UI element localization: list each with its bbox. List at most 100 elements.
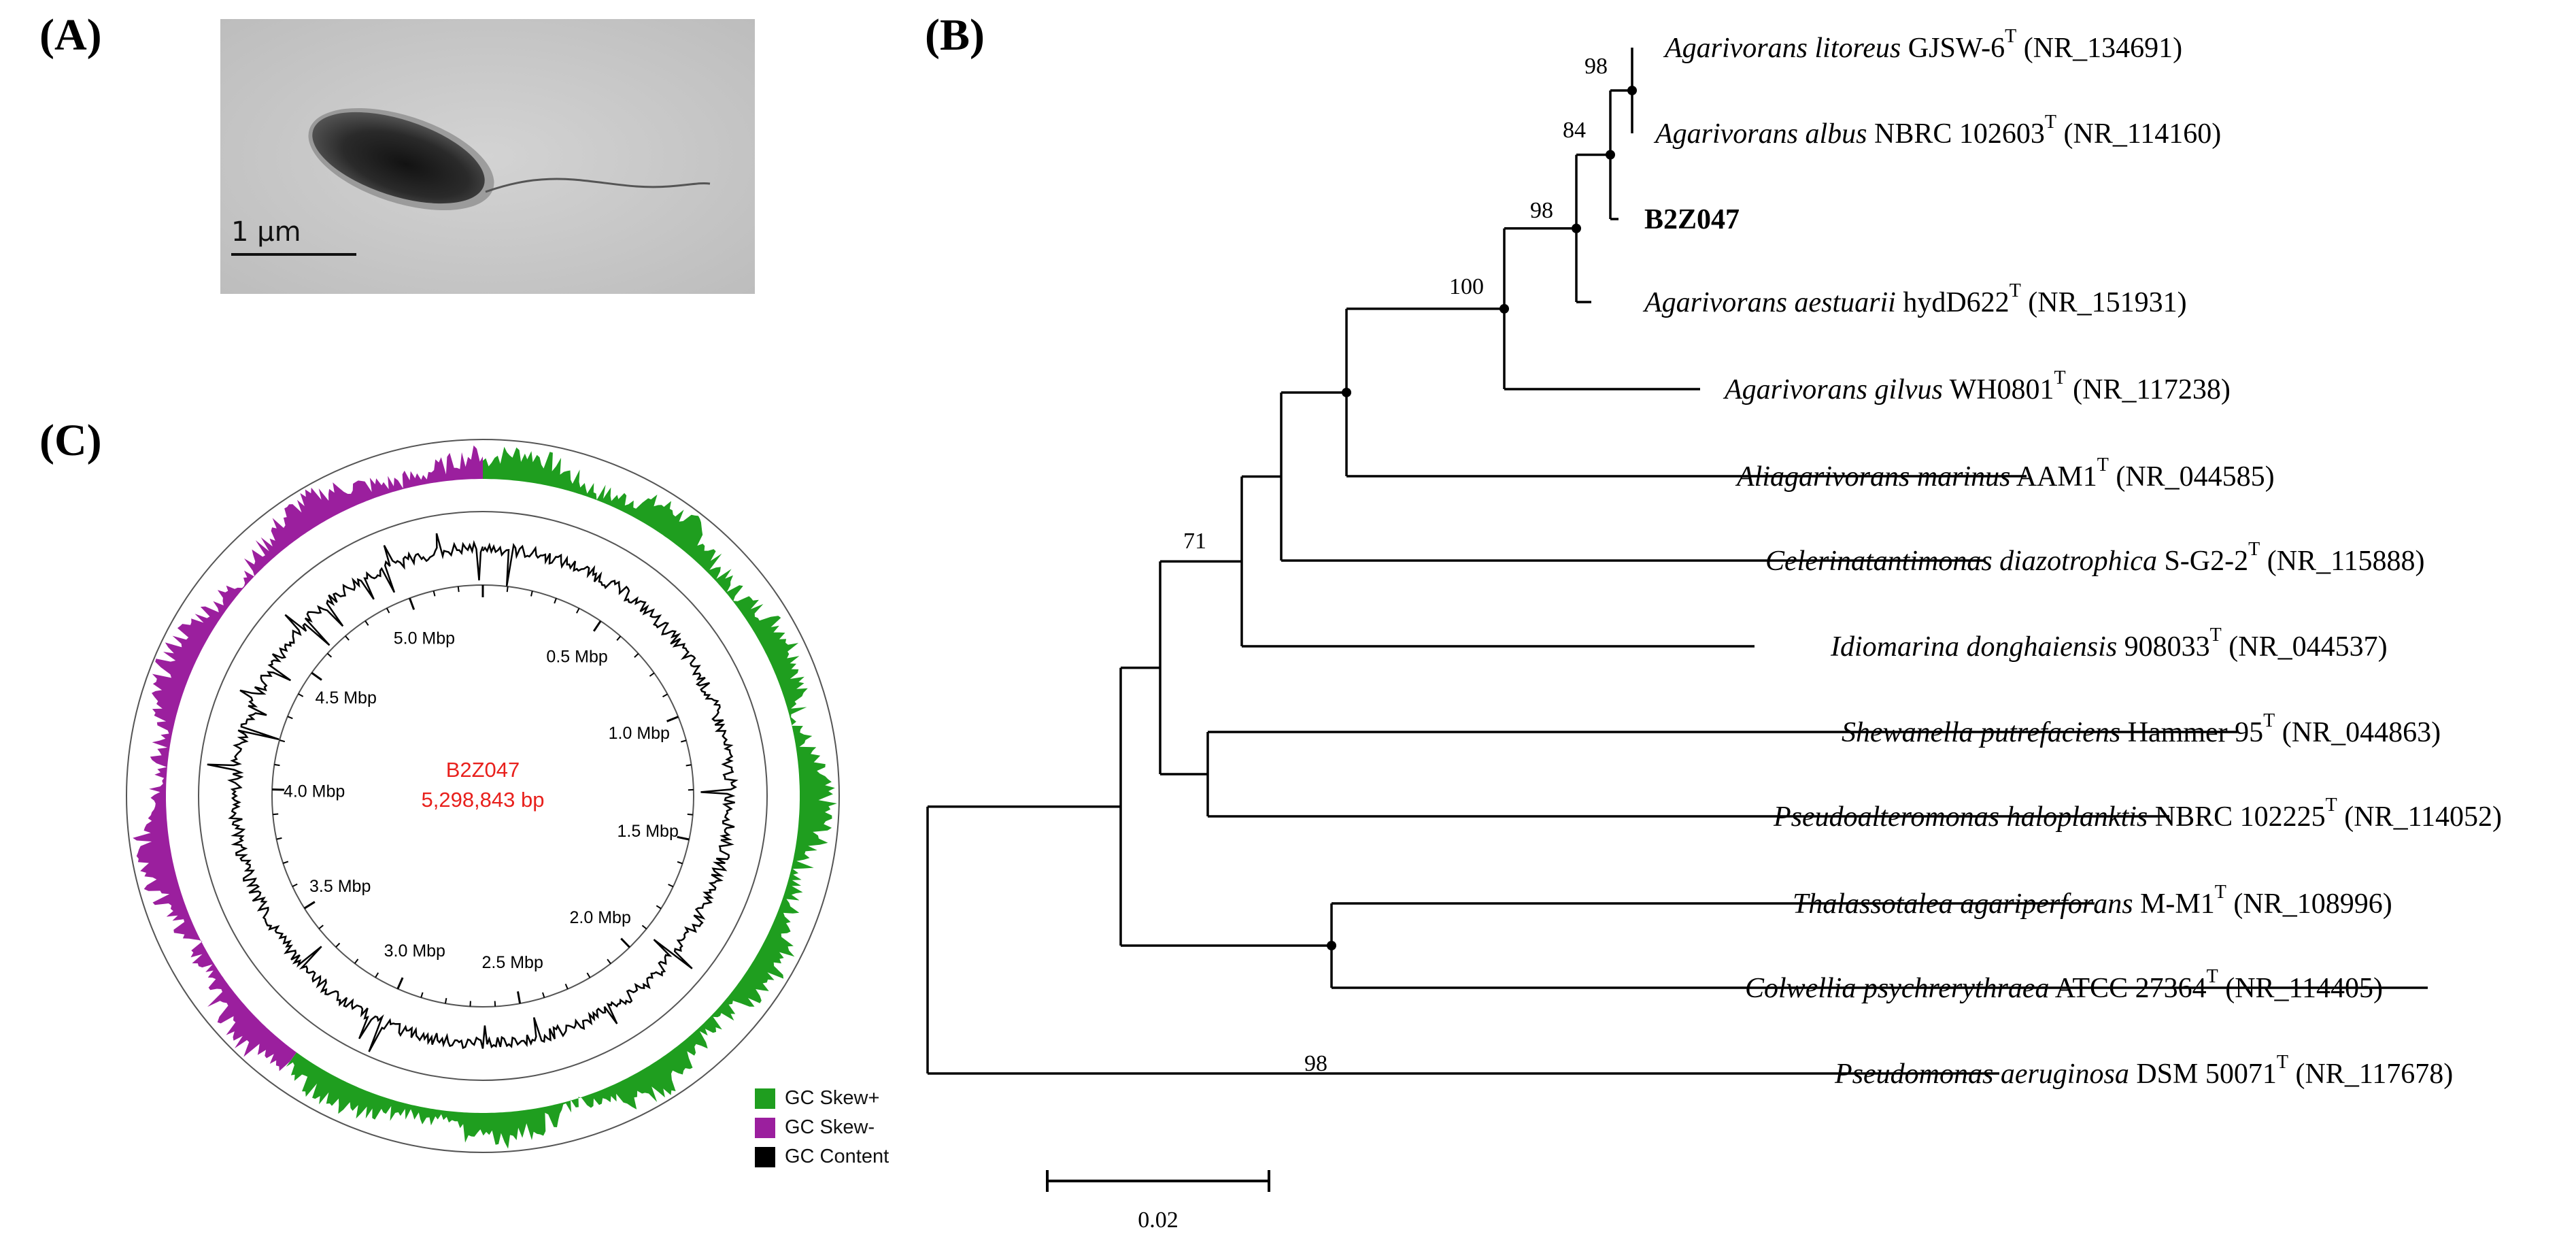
taxon-accession: (NR_134691) — [2016, 33, 2182, 64]
taxon-label: Colwellia psychrerythraea ATCC 27364T (N… — [1745, 966, 2383, 1004]
taxon-strain: S-G2-2 — [2157, 546, 2248, 577]
genome-tick — [457, 586, 460, 593]
genome-tick-label: 5.0 Mbp — [394, 629, 455, 648]
legend-label: GC Content — [785, 1146, 889, 1167]
bootstrap-value: 100 — [1449, 274, 1484, 299]
taxon-label: Thalassotalea agariperforans M-M1T (NR_1… — [1793, 882, 2392, 920]
genome-tick-label: 3.5 Mbp — [309, 877, 371, 896]
taxon-label: Agarivorans gilvus WH0801T (NR_117238) — [1723, 367, 2231, 405]
genome-tick — [649, 672, 655, 677]
gc-skew-positive — [286, 446, 837, 1149]
node-dot — [1499, 303, 1509, 314]
genome-tick — [287, 716, 293, 720]
genome-tick — [681, 739, 687, 743]
genome-tick — [634, 653, 639, 658]
bacterium-cell — [308, 107, 494, 211]
taxon-species: Thalassotalea agariperforans — [1793, 888, 2133, 920]
tem-micrograph — [220, 19, 755, 294]
genome-size: 5,298,843 bp — [421, 788, 544, 812]
genome-tick — [607, 959, 611, 965]
legend-gc-content: GC Content — [755, 1146, 889, 1168]
taxon-label: Pseudomonas aeruginosa DSM 50071T (NR_11… — [1834, 1052, 2453, 1090]
genome-tick — [386, 607, 390, 614]
genome-tick — [292, 883, 298, 887]
genome-tick — [298, 693, 304, 697]
genome-tick — [433, 590, 436, 597]
taxon-label: Celerinatantimonas diazotrophica S-G2-2T… — [1765, 539, 2425, 577]
type-strain-marker: T — [2215, 882, 2226, 903]
taxon-species: Agarivorans aestuarii — [1642, 287, 1896, 318]
panel-label-b: (B) — [925, 10, 985, 60]
middle-ring — [198, 511, 768, 1081]
tem-scale-label: 1 μm — [231, 216, 301, 248]
taxon-species: Idiomarina donghaiensis — [1830, 631, 2117, 663]
taxon-species: Agarivorans gilvus — [1723, 374, 1943, 405]
taxon-strain: 908033 — [2117, 631, 2210, 663]
genome-tick — [276, 837, 282, 840]
genome-tick — [444, 998, 447, 1004]
genome-tick — [469, 1001, 471, 1007]
genome-tick — [656, 905, 662, 910]
genome-tick-label: 2.5 Mbp — [482, 953, 543, 972]
taxon-accession: (NR_108996) — [2226, 888, 2392, 920]
gc-skew-negative — [133, 445, 483, 1071]
genome-tick — [354, 959, 359, 964]
genome-tick — [345, 635, 350, 641]
genome-tick-label: 4.0 Mbp — [284, 782, 345, 801]
taxon-accession: (NR_044537) — [2222, 631, 2388, 663]
tem-scale-bar — [231, 253, 356, 256]
genome-tick — [677, 835, 690, 841]
taxon-accession: (NR_151931) — [2021, 287, 2187, 318]
taxon-strain: WH0801 — [1943, 374, 2054, 405]
node-dot — [1572, 223, 1581, 233]
genome-tick — [420, 992, 424, 998]
genome-tick — [279, 739, 286, 743]
type-strain-marker: T — [2097, 454, 2109, 476]
taxon-species: Colwellia psychrerythraea — [1745, 973, 2050, 1004]
taxon-accession: (NR_114052) — [2337, 801, 2502, 833]
gc-content-track — [207, 533, 739, 1052]
type-strain-marker: T — [2005, 26, 2016, 47]
tree-scale-bar: 0.02 — [1046, 1170, 1270, 1233]
taxon-strain: ATCC 27364 — [2050, 973, 2207, 1004]
legend-swatch-green — [755, 1088, 775, 1109]
type-strain-marker: T — [2277, 1052, 2288, 1073]
genome-tick-label: 4.5 Mbp — [316, 688, 377, 707]
bootstrap-value: 98 — [1304, 1051, 1327, 1076]
outer-ring — [126, 439, 840, 1153]
type-strain-marker: T — [2248, 539, 2260, 560]
gc-content-line — [207, 533, 739, 1052]
type-strain-marker: T — [2045, 112, 2056, 133]
legend-swatch-black — [755, 1146, 775, 1167]
taxon-species: Pseudomonas aeruginosa — [1834, 1059, 2129, 1090]
genome-tick-label: 2.0 Mbp — [570, 908, 631, 927]
genome-tick — [318, 925, 324, 929]
genome-tick — [616, 635, 622, 641]
genome-tick — [677, 861, 683, 865]
genome-tick — [687, 813, 693, 816]
taxon-species: Agarivorans litoreus — [1663, 33, 1901, 64]
type-strain-marker: T — [2010, 280, 2021, 301]
taxon-species: Shewanella putrefaciens — [1842, 717, 2120, 748]
taxon-labels: Agarivorans litoreus GJSW-6T (NR_134691)… — [1642, 26, 2502, 1090]
genome-tick — [668, 884, 674, 888]
genome-tick — [375, 972, 379, 978]
flagellum — [485, 178, 711, 193]
taxon-strain: hydD622 — [1896, 287, 2010, 318]
tree-nodes — [1327, 86, 1637, 950]
genome-tick — [517, 991, 522, 1004]
genome-tick — [365, 620, 369, 626]
genome-tick — [554, 598, 557, 604]
genome-tick — [620, 937, 630, 948]
node-dot — [1327, 941, 1336, 950]
genome-tick — [530, 590, 533, 597]
type-strain-marker: T — [2054, 367, 2066, 388]
taxon-species: Agarivorans albus — [1653, 118, 1867, 150]
genome-tick — [666, 716, 679, 722]
taxon-species: Celerinatantimonas diazotrophica — [1765, 546, 2157, 577]
genome-tick — [282, 861, 289, 864]
taxon-accession: (NR_114160) — [2056, 118, 2221, 150]
